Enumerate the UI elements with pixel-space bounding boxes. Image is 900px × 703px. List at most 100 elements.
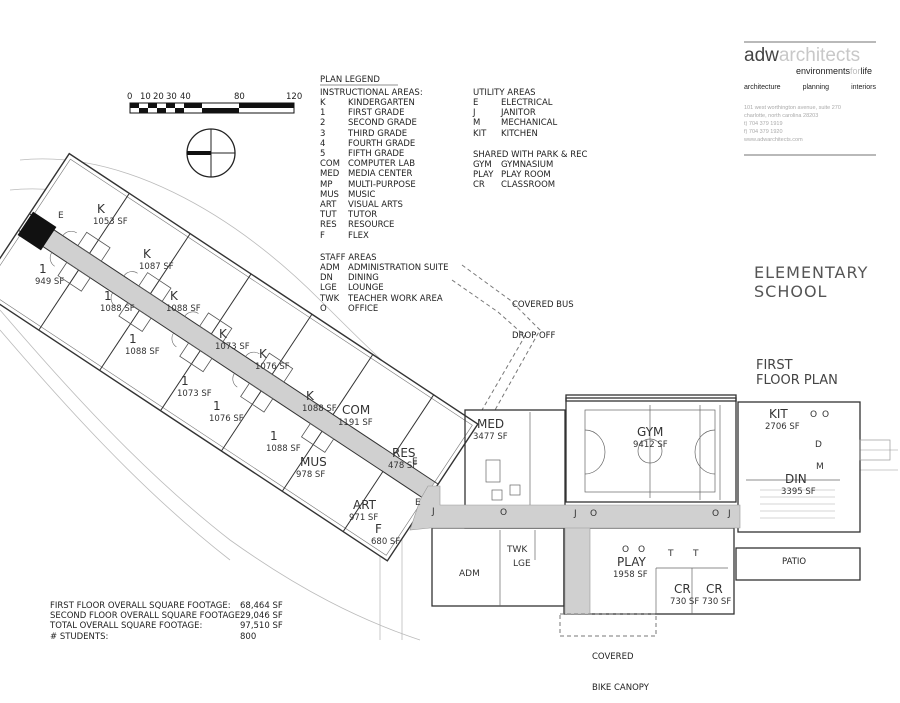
address-fax: f) 704 379 1920 bbox=[744, 129, 783, 135]
room-code: K bbox=[306, 389, 315, 403]
legend-code: CR bbox=[473, 180, 485, 191]
legend-row: MUS MUSIC bbox=[320, 190, 417, 200]
legend-code: 1 bbox=[320, 108, 326, 119]
legend-description: FIRST GRADE bbox=[348, 108, 405, 119]
stat-label: # STUDENTS: bbox=[50, 631, 109, 642]
legend-code: PLAY bbox=[473, 170, 494, 181]
stat-label: FIRST FLOOR OVERALL SQUARE FOOTAGE: bbox=[50, 601, 231, 611]
small-room-label: O bbox=[638, 545, 645, 555]
firm-name-adw: adw bbox=[744, 45, 779, 66]
legend-description: OFFICE bbox=[348, 303, 379, 314]
room-code: K bbox=[97, 202, 106, 216]
bike-canopy-label: COVERED BIKE CANOPY bbox=[592, 632, 649, 703]
legend-description: MEDIA CENTER bbox=[348, 169, 413, 180]
scale-tick-30: 30 bbox=[166, 92, 177, 102]
legend-code: ART bbox=[320, 200, 337, 211]
stair-block bbox=[17, 211, 57, 251]
scale-tick-20: 20 bbox=[153, 92, 164, 102]
covered-bus-canopy bbox=[451, 264, 541, 411]
small-room-label: M bbox=[816, 462, 824, 472]
room-area: 1958 SF bbox=[613, 570, 648, 580]
subtitle-line-1: FIRST bbox=[756, 358, 793, 373]
room-code: MED bbox=[477, 417, 504, 431]
room-area: 1053 SF bbox=[93, 217, 128, 227]
room-area: 978 SF bbox=[296, 470, 325, 480]
room-code: 1 bbox=[181, 374, 189, 388]
small-room-label: O bbox=[590, 509, 597, 519]
legend-code: 4 bbox=[320, 138, 326, 149]
subtitle-line-2: FLOOR PLAN bbox=[756, 373, 838, 388]
service-planning: planning bbox=[802, 84, 830, 91]
room-area: 478 SF bbox=[388, 461, 417, 471]
legend-description: VISUAL ARTS bbox=[348, 200, 403, 211]
legend-description: LOUNGE bbox=[348, 283, 384, 294]
tagline-environments: environments bbox=[796, 66, 851, 76]
small-room-label: D bbox=[815, 440, 822, 450]
legend-code: DN bbox=[320, 273, 333, 284]
legend-code: ADM bbox=[320, 263, 340, 273]
stat-value: 97,510 SF bbox=[240, 621, 283, 632]
legend-code: 2 bbox=[320, 118, 326, 129]
scale-tick-0: 0 bbox=[127, 92, 133, 102]
room-code: 1 bbox=[104, 289, 112, 303]
stat-label: SECOND FLOOR OVERALL SQUARE FOOTAGE: bbox=[50, 611, 243, 622]
stat-value: 29,046 SF bbox=[240, 611, 283, 622]
square-footage-stats: FIRST FLOOR OVERALL SQUARE FOOTAGE: 68,46… bbox=[50, 601, 283, 642]
legend-description: ADMINISTRATION SUITE bbox=[348, 263, 449, 273]
stat-value: 800 bbox=[240, 631, 257, 642]
room-area: 730 SF bbox=[670, 597, 699, 607]
legend-utility-title: UTILITY AREAS bbox=[473, 88, 536, 98]
legend-description: KITCHEN bbox=[501, 128, 538, 139]
small-room-label: E bbox=[415, 498, 421, 508]
room-code: K bbox=[170, 289, 179, 303]
canopy-label-line-2: BIKE CANOPY bbox=[592, 683, 649, 694]
legend-code: 3 bbox=[320, 128, 326, 139]
small-room-label: O bbox=[810, 410, 817, 420]
tagline-life: life bbox=[860, 66, 873, 76]
service-interiors: interiors bbox=[851, 84, 876, 91]
drawing-subtitle: FIRST FLOOR PLAN bbox=[756, 358, 838, 388]
room-area: 1088 SF bbox=[100, 304, 135, 314]
legend-code: E bbox=[473, 98, 479, 108]
room-area: 1191 SF bbox=[338, 418, 373, 428]
legend-description: ELECTRICAL bbox=[501, 98, 553, 108]
firm-tagline: environmentsforlife bbox=[796, 66, 872, 76]
legend-row: 1 FIRST GRADE bbox=[320, 108, 417, 118]
room-area: 1076 SF bbox=[209, 414, 244, 424]
legend-staff-title: STAFF AREAS bbox=[320, 253, 377, 263]
room-code: MUS bbox=[300, 455, 327, 469]
address-web: www.adwarchitects.com bbox=[744, 137, 803, 143]
small-room-label: O bbox=[500, 508, 507, 518]
room-area: 3395 SF bbox=[781, 487, 816, 497]
room-code: K bbox=[259, 347, 268, 361]
legend-row: E ELECTRICAL bbox=[473, 98, 557, 108]
legend-description: MUSIC bbox=[348, 189, 376, 200]
firm-services: architecture planning interiors bbox=[744, 84, 876, 91]
legend-code: MUS bbox=[320, 189, 339, 200]
room-code: K bbox=[219, 327, 228, 341]
room-area: 971 SF bbox=[349, 513, 378, 523]
title-line-1: ELEMENTARY bbox=[754, 263, 869, 282]
small-room-label: O bbox=[622, 545, 629, 555]
bus-label-line-2: DROP OFF bbox=[512, 331, 556, 342]
bus-dropoff-label: COVERED BUS DROP OFF bbox=[512, 280, 574, 351]
legend-code: MP bbox=[320, 179, 333, 190]
legend-row: ADM ADMINISTRATION SUITE bbox=[320, 263, 449, 273]
firm-logo: adwarchitects bbox=[744, 46, 860, 66]
scale-bar bbox=[129, 102, 295, 114]
scale-tick-80: 80 bbox=[234, 92, 245, 102]
address-line: 101 west worthington avenue, suite 270 bbox=[744, 105, 841, 111]
stat-value: 68,464 SF bbox=[240, 601, 283, 611]
room-code: RES bbox=[392, 446, 416, 460]
legend-heading: PLAN LEGEND bbox=[320, 75, 380, 85]
